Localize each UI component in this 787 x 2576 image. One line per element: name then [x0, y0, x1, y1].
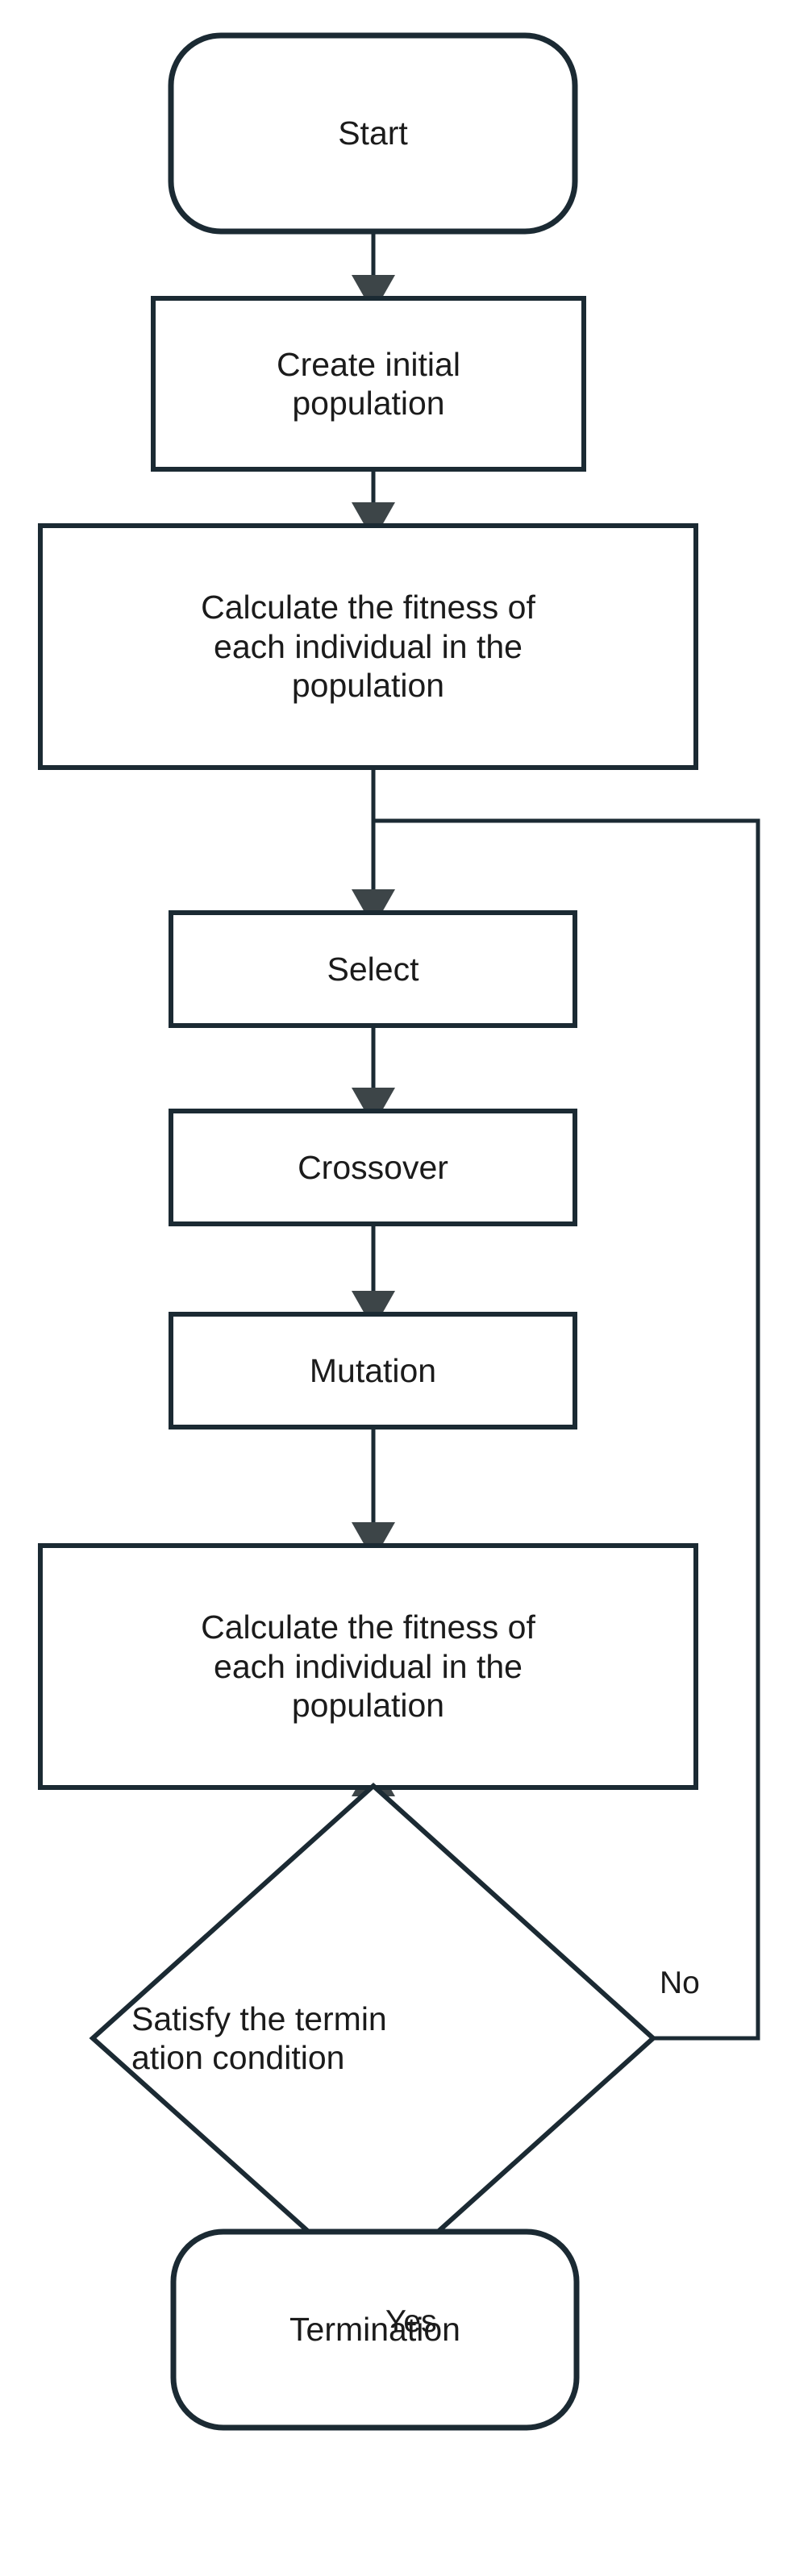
node-create-initial-population-shape[interactable]	[151, 296, 586, 472]
nodes-layer	[38, 32, 698, 2431]
node-crossover-shape[interactable]	[169, 1109, 577, 1226]
edge-decision-no-feedback	[373, 818, 760, 2041]
node-calculate-fitness-2-shape[interactable]	[38, 1543, 698, 1790]
node-select-shape[interactable]	[169, 910, 577, 1028]
node-calculate-fitness-1-shape[interactable]	[38, 523, 698, 770]
node-termination-condition-shape[interactable]	[89, 1782, 657, 2294]
node-start-shape[interactable]	[168, 32, 578, 235]
node-mutation-shape[interactable]	[169, 1312, 577, 1429]
node-termination-shape[interactable]	[170, 2229, 580, 2431]
